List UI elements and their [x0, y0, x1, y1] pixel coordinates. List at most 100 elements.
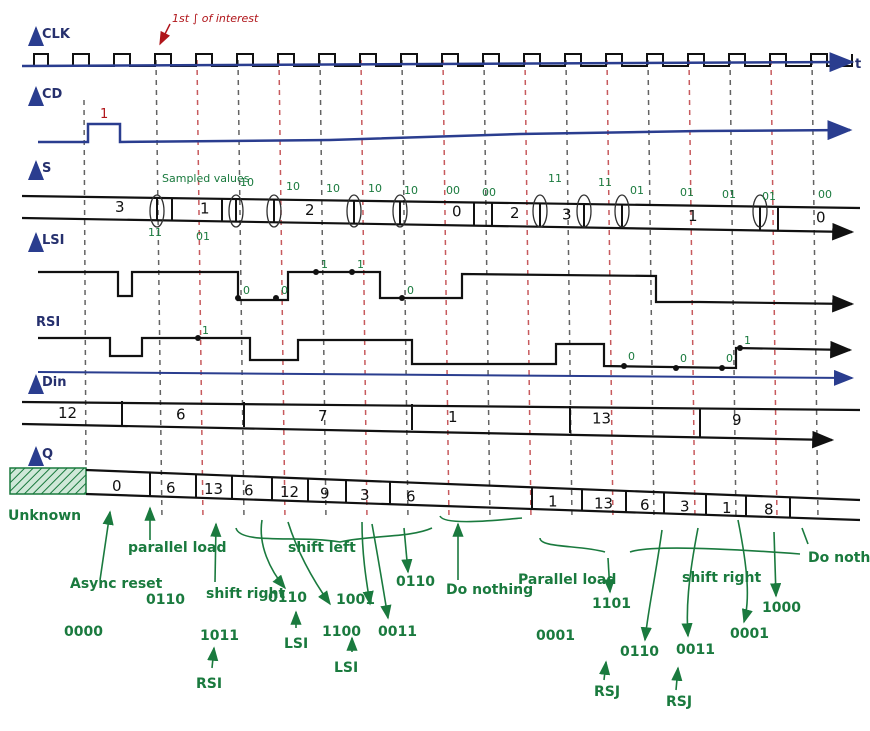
reset-guide [83, 99, 87, 471]
din-value: 7 [318, 407, 328, 425]
edge-guide [196, 59, 204, 521]
edge-guide [483, 59, 491, 521]
lsi-sample-value: 0 [407, 284, 414, 297]
s-sample-value: 11 [148, 226, 162, 239]
parallel-load-2-bits-b: 1101 [592, 596, 631, 612]
shift-right-2-bits-c: 0001 [730, 626, 769, 642]
lsi-sample-value: 1 [357, 258, 364, 271]
edge-guide [401, 59, 409, 521]
s-sample-value: 00 [446, 184, 460, 197]
edge-guide [729, 59, 737, 521]
din-sample-value: 0 [628, 350, 635, 363]
cd-label: CD [42, 87, 63, 102]
din-value: 9 [732, 411, 742, 429]
shift-left-bits-b: 1001 [336, 592, 375, 608]
lsi-note-b: LSI [334, 660, 358, 676]
s-sample-value: 01 [722, 188, 736, 201]
lsi-sample-dot [273, 295, 279, 301]
q-value: 12 [280, 483, 299, 501]
edge-guide [565, 59, 573, 521]
din-value: 12 [58, 404, 77, 422]
din-sample-value: 0 [680, 352, 687, 365]
shift-left-bits-c: 1100 [322, 624, 361, 640]
s-sample-value: 10 [240, 176, 254, 189]
lsi-sample-dot [349, 269, 355, 275]
s-value: 3 [115, 198, 125, 216]
edge-guide [319, 59, 327, 521]
s-sample-value: 01 [196, 230, 210, 243]
s-value: 0 [452, 203, 462, 221]
lsi-sample-dot [399, 295, 405, 301]
s-sample-oval [228, 194, 244, 228]
edge-guide [278, 59, 286, 521]
rsi-sample-dot [195, 335, 201, 341]
s-sample-value: 01 [630, 184, 644, 197]
din-sample-dot [621, 363, 627, 369]
q-value: 8 [764, 500, 774, 518]
s-value: 3 [562, 206, 572, 224]
do-nothing-2-label: Do nothing [808, 550, 870, 566]
s-sample-oval [576, 194, 592, 228]
edge-guide [647, 59, 655, 521]
q-unknown-label: Unknown [8, 508, 81, 524]
parallel-load-2-bits: 0001 [536, 628, 575, 644]
sampled-values-note: Sampled values [162, 172, 250, 185]
q-value: 6 [166, 479, 176, 497]
shift-right-2-bits-a: 0110 [620, 644, 659, 660]
din-sample-dot [673, 365, 679, 371]
din-sample-dot [719, 365, 725, 371]
rsi-sample-value: 1 [744, 334, 751, 347]
q-value: 3 [360, 486, 370, 504]
shift-left-bits-d: 0011 [378, 624, 417, 640]
din-value: 1 [448, 408, 458, 426]
s-sample-oval [346, 194, 362, 228]
rsj-note-b: RSJ [666, 694, 692, 710]
edge-guide [442, 59, 450, 521]
s-value: 0 [816, 209, 826, 227]
q-value: 0 [112, 477, 122, 495]
parallel-load-label: parallel load [128, 540, 226, 556]
time-axis-label: t [855, 57, 861, 72]
s-sample-value: 01 [762, 190, 776, 203]
rsi-sample-dot [737, 345, 743, 351]
s-label: S [42, 161, 51, 176]
s-sample-value: 10 [368, 182, 382, 195]
annotation-text: Async reset 0000 parallel load 0110 shif… [64, 540, 870, 710]
lsi-sample-dot [313, 269, 319, 275]
s-value: 2 [305, 201, 315, 219]
shift-right-2-label: shift right [682, 570, 761, 586]
shift-right-2-bits-d: 1000 [762, 600, 801, 616]
rsi-label: RSI [36, 315, 60, 330]
cd-pulse-value: 1 [100, 107, 108, 122]
async-reset-bits: 0000 [64, 624, 103, 640]
s-sample-value: 01 [680, 186, 694, 199]
s-sample-oval [149, 194, 165, 228]
signal-labels: CLK CD S LSI RSI Din Q [28, 26, 71, 466]
cd-waveform: 1 [38, 107, 853, 144]
q-value: 13 [594, 494, 613, 512]
shift-right-label: shift right [206, 586, 285, 602]
edge-guide [237, 59, 245, 521]
din-value: 13 [592, 410, 611, 428]
q-bus: Unknown [8, 467, 861, 524]
s-sample-value: 00 [482, 186, 496, 199]
din-bus [21, 369, 861, 449]
q-value: 6 [406, 488, 416, 506]
q-value: 3 [680, 497, 690, 515]
shift-left-bits-a: 0110 [268, 590, 307, 606]
s-value: 1 [200, 200, 210, 218]
shift-left-label: shift left [288, 540, 356, 556]
q-label: Q [42, 447, 53, 462]
q-value: 1 [548, 493, 558, 511]
lsi-sample-value: 0 [281, 284, 288, 297]
rsi-note: RSI [196, 676, 222, 692]
s-sample-value: 10 [404, 184, 418, 197]
clk-label: CLK [42, 27, 71, 42]
lsi-waveform [38, 270, 855, 313]
first-edge-note: 1st ∫ of interest [172, 12, 259, 25]
annotations [99, 506, 809, 691]
q-value: 1 [722, 499, 732, 517]
q-value: 13 [204, 480, 223, 498]
